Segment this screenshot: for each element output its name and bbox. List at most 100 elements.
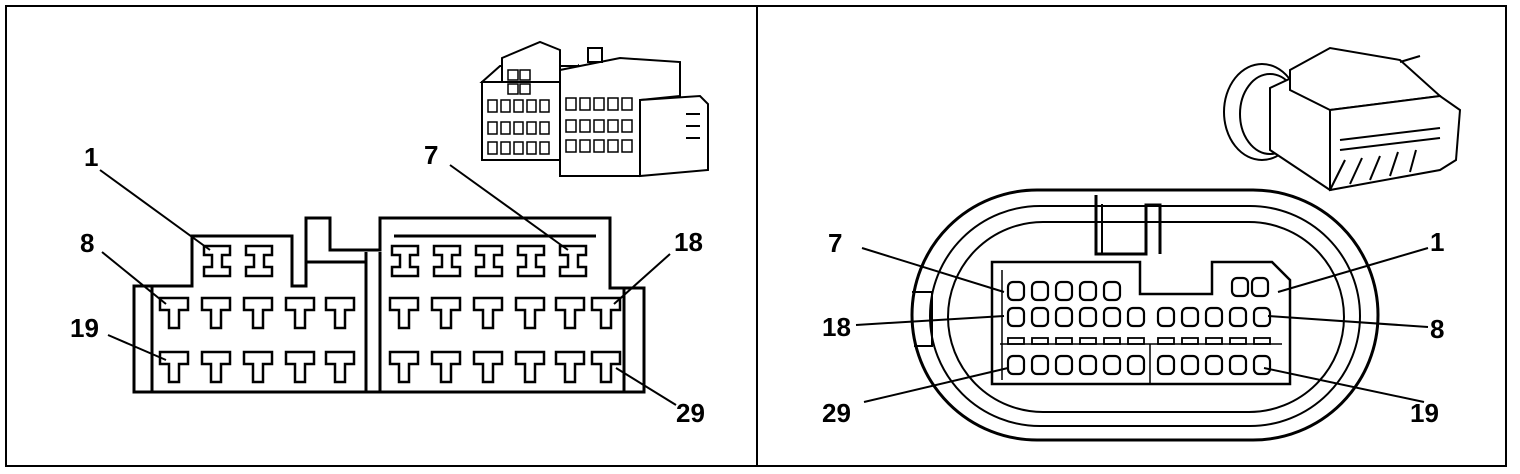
pin-cavity <box>579 97 591 111</box>
pin-cavity <box>472 296 504 330</box>
pin-cavity <box>1228 354 1248 376</box>
pin-cavity <box>1126 306 1146 328</box>
pin-slot <box>1181 337 1199 345</box>
pin-cavity <box>539 141 550 155</box>
pin-cavity <box>324 350 356 384</box>
pin-cavity <box>1102 280 1122 302</box>
left-pin-label-1: 1 <box>84 142 98 172</box>
pin-cavity <box>558 244 588 278</box>
pin-slot <box>1031 337 1049 345</box>
pin-cavity <box>1252 354 1272 376</box>
pin-cavity <box>539 99 550 113</box>
right-connector-panel: 7 1 18 8 29 19 <box>822 46 1462 442</box>
pin-cavity <box>1030 306 1050 328</box>
pin-cavity <box>1078 354 1098 376</box>
pin-cavity <box>1252 306 1272 328</box>
pin-cavity <box>158 296 190 330</box>
pin-cavity <box>1102 306 1122 328</box>
pin-cavity <box>1180 306 1200 328</box>
pin-slot <box>1103 337 1121 345</box>
pin-cavity <box>579 139 591 153</box>
pin-cavity <box>500 141 511 155</box>
pin-slot <box>1253 337 1271 345</box>
pin-cavity <box>516 244 546 278</box>
pin-cavity <box>621 139 633 153</box>
pin-slot <box>1157 337 1175 345</box>
pin-cavity <box>539 121 550 135</box>
pin-cavity <box>1078 280 1098 302</box>
right-connector-3d-view <box>1223 46 1462 192</box>
pin-cavity <box>554 350 586 384</box>
pin-cavity <box>242 296 274 330</box>
pin-cavity <box>513 121 524 135</box>
pin-cavity <box>1204 306 1224 328</box>
pin-cavity <box>1078 306 1098 328</box>
right-pin-label-29: 29 <box>822 398 851 428</box>
pin-cavity <box>487 141 498 155</box>
right-pin-label-7: 7 <box>828 228 842 258</box>
pin-cavity <box>202 244 232 278</box>
pin-slot <box>1205 337 1223 345</box>
pin-cavity <box>526 141 537 155</box>
right-pin-label-18: 18 <box>822 312 851 342</box>
pin-cavity <box>388 350 420 384</box>
pin-cavity <box>500 121 511 135</box>
pin-cavity <box>1006 354 1026 376</box>
left-pin-label-7: 7 <box>424 140 438 170</box>
pin-cavity <box>565 139 577 153</box>
left-pin-label-8: 8 <box>80 228 94 258</box>
pin-cavity <box>1030 354 1050 376</box>
left-pin-label-29: 29 <box>676 398 705 428</box>
pin-cavity <box>244 244 274 278</box>
pin-cavity <box>507 83 519 95</box>
pin-cavity <box>607 119 619 133</box>
pin-cavity <box>607 97 619 111</box>
left-connector-3d-view <box>479 40 709 178</box>
pin-cavity <box>593 139 605 153</box>
right-pin-label-8: 8 <box>1430 314 1444 344</box>
pin-cavity <box>621 119 633 133</box>
pin-cavity <box>1102 354 1122 376</box>
pin-cavity <box>284 350 316 384</box>
pin-cavity <box>565 97 577 111</box>
left-connector-face <box>132 216 646 394</box>
pin-cavity <box>1030 280 1050 302</box>
pin-cavity <box>1156 354 1176 376</box>
pin-cavity <box>593 119 605 133</box>
pin-slot <box>1055 337 1073 345</box>
pin-cavity <box>1204 354 1224 376</box>
pin-cavity <box>590 296 622 330</box>
pin-cavity <box>507 69 519 81</box>
pin-cavity <box>1250 276 1270 298</box>
pin-cavity <box>430 296 462 330</box>
left-pin-label-18: 18 <box>674 227 703 257</box>
pin-cavity <box>519 83 531 95</box>
pin-cavity <box>200 350 232 384</box>
pin-cavity <box>1180 354 1200 376</box>
left-pin-cavities <box>158 244 622 384</box>
pin-cavity <box>1006 280 1026 302</box>
pin-cavity <box>158 350 190 384</box>
pin-cavity <box>590 350 622 384</box>
pin-cavity <box>472 350 504 384</box>
pin-cavity <box>514 350 546 384</box>
pin-slot <box>1127 337 1145 345</box>
pin-cavity <box>1126 354 1146 376</box>
pin-cavity <box>1054 306 1074 328</box>
pin-cavity <box>526 121 537 135</box>
right-pin-cavities <box>1006 276 1272 376</box>
pin-cavity <box>554 296 586 330</box>
pin-cavity <box>284 296 316 330</box>
pin-slot <box>1079 337 1097 345</box>
pin-cavity <box>324 296 356 330</box>
pin-slot <box>1229 337 1247 345</box>
pin-cavity <box>487 121 498 135</box>
left-connector-panel: 1 7 8 18 19 29 <box>70 40 709 428</box>
right-connector-face <box>910 188 1380 442</box>
pin-cavity <box>526 99 537 113</box>
pin-cavity <box>1054 354 1074 376</box>
pin-slot <box>1007 337 1025 345</box>
right-leader-lines <box>855 247 1429 403</box>
